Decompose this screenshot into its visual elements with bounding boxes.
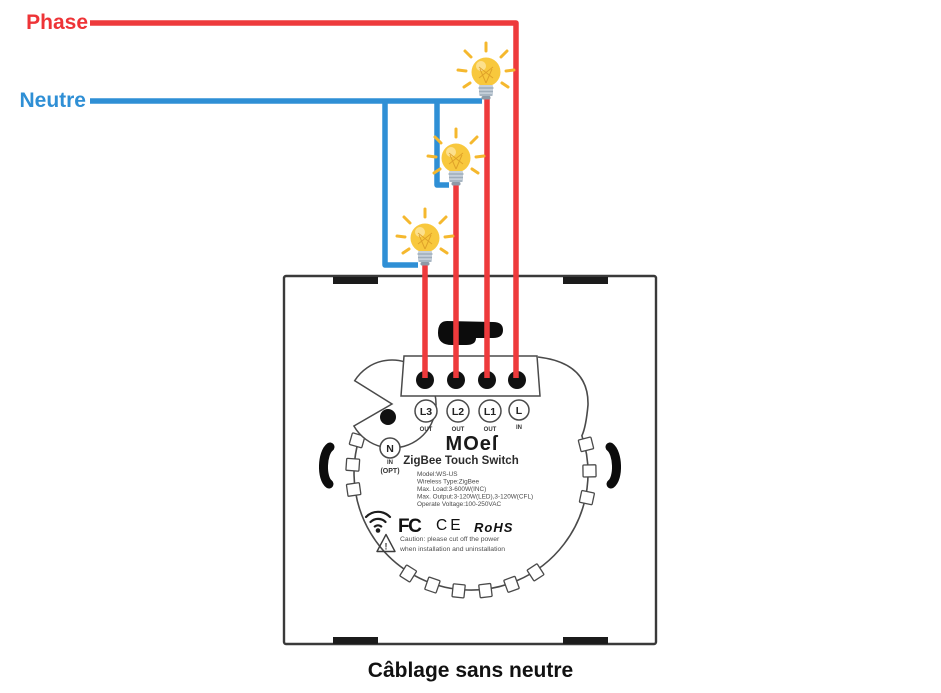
castellation-teeth [345,432,597,599]
svg-text:OUT: OUT [484,427,497,433]
svg-text:Wireless Type:ZigBee: Wireless Type:ZigBee [417,479,479,486]
mounting-clip-right [605,442,621,489]
terminal-block [400,355,541,397]
svg-text:!: ! [385,542,388,552]
status-led-dot [380,409,396,425]
bulb-icon [456,41,516,101]
module-outline [353,356,589,591]
svg-text:Operate Voltage:100-250VAC: Operate Voltage:100-250VAC [417,501,501,508]
svg-text:IN: IN [516,425,522,431]
svg-text:OUT: OUT [420,427,433,433]
svg-text:Max. Output:3-120W(LED),3-120W: Max. Output:3-120W(LED),3-120W(CFL) [417,494,533,501]
svg-text:OUT: OUT [452,427,465,433]
terminal-label-l2: L2 [452,406,464,418]
terminal-hole-l2 [447,371,465,389]
terminal-labels: L3 OUT L2 OUT L1 OUT L IN [414,399,530,433]
terminal-label-l3: L3 [420,406,432,418]
brand-logo: MOeſ [446,433,499,455]
terminal-hole-l1 [478,371,496,389]
mounting-tab [563,277,608,284]
ce-mark-icon: CE [436,517,464,534]
neutral-branch-lamp3 [382,98,418,268]
phase-label: Phase [26,11,88,34]
terminal-label-l: L [516,405,523,417]
smart-switch-device: L3 OUT L2 OUT L1 OUT L IN N IN (OPT) M [282,274,658,646]
warning-icon: ! [376,533,396,553]
caution-text-line1: Caution: please cut off the power [400,536,500,543]
mounting-tab [333,277,378,284]
mounting-tab [563,637,608,644]
mounting-tab [333,637,378,644]
diagram-caption: Câblage sans neutre [367,659,574,682]
terminal-label-l1: L1 [484,406,496,418]
svg-text:(OPT): (OPT) [380,468,399,475]
product-name: ZigBee Touch Switch [403,455,518,467]
phase-wire [90,20,519,378]
svg-text:Model:WS-US: Model:WS-US [417,471,457,478]
svg-text:N: N [386,443,394,455]
terminal-hole-l [508,371,526,389]
mounting-clip-left [319,442,335,489]
neutral-branch-lamp2 [434,98,449,188]
rohs-label: RoHS [474,520,513,535]
neutral-label: Neutre [19,89,86,112]
fcc-logo-icon: FC [398,516,422,537]
svg-text:IN: IN [387,460,393,466]
spec-text: Model:WS-US Wireless Type:ZigBee Max. Lo… [417,471,533,508]
wifi-icon [364,510,392,533]
caution-text-line2: when installation and uninstallation [399,546,505,553]
neutral-wire [90,98,482,268]
bulb-icon [395,207,455,267]
svg-text:Max. Load:3-600W(INC): Max. Load:3-600W(INC) [417,486,486,493]
n-terminal: N IN (OPT) [379,437,401,475]
terminal-hole-l3 [416,371,434,389]
